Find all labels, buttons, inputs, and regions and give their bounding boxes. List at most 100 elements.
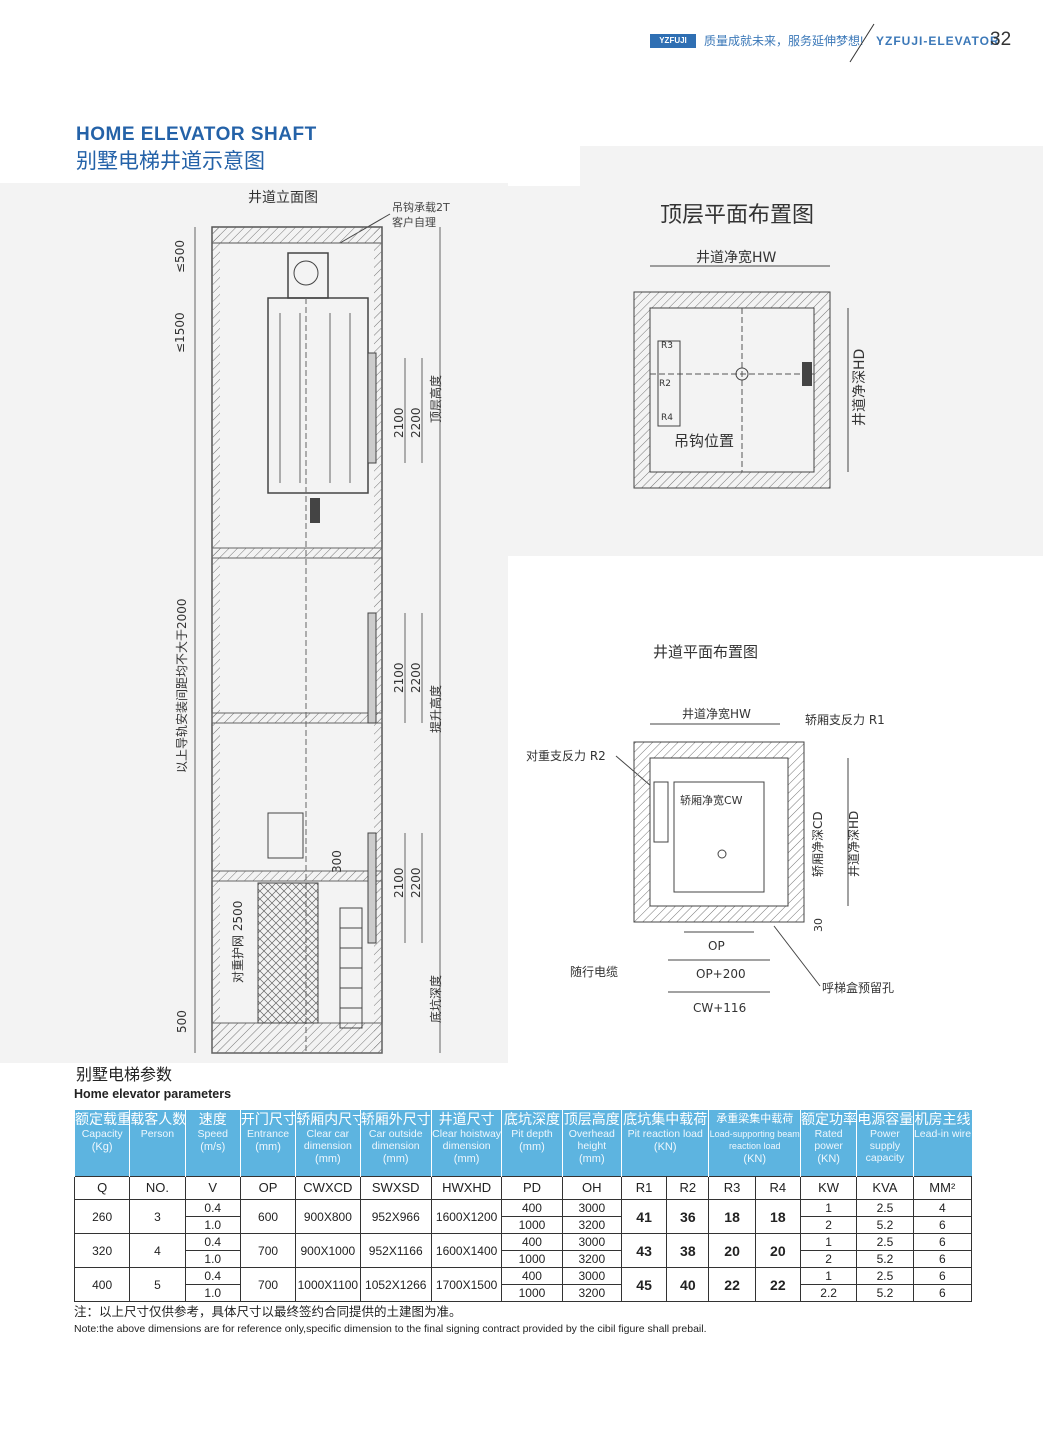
shaft-plan-hd-label: 井道净深HD	[847, 811, 861, 877]
wire-cell: 6	[912, 1284, 973, 1302]
hoistway-cell: 1600X1400	[430, 1233, 503, 1268]
kw-cell: 2	[799, 1216, 858, 1234]
kva-cell: 5.2	[856, 1216, 914, 1234]
logo-text: YZFUJI	[659, 36, 687, 45]
entrance-cell: 600	[239, 1199, 297, 1234]
table-row: 1.0 1000 3200 2 5.2 6	[75, 1250, 973, 1268]
r2-cell: 36	[666, 1199, 710, 1234]
code-cell: V	[184, 1176, 241, 1200]
overhead-cell: 3200	[561, 1250, 622, 1268]
code-cell: R2	[666, 1176, 710, 1200]
kva-cell: 2.5	[856, 1199, 914, 1217]
code-cell: KVA	[856, 1176, 914, 1200]
code-cell: R1	[620, 1176, 668, 1200]
overhead-cell: 3000	[561, 1233, 622, 1251]
wire-cell: 4	[912, 1199, 973, 1217]
table-row: 1.0 1000 3200 2 5.2 6	[75, 1216, 973, 1234]
table-row: 320 4 0.4 700 900X1000 952X1166 1600X140…	[73, 1233, 973, 1268]
pit-depth-label: 底坑深度	[428, 975, 443, 1023]
op-label: OP	[708, 939, 725, 953]
top-plan-r2: R2	[659, 379, 671, 389]
code-cell: Q	[73, 1176, 131, 1200]
overhead-height-label: 顶层高度	[428, 375, 443, 423]
table-row: 1.0 1000 3200 2.2 5.2 6	[75, 1284, 973, 1302]
r2-cell: 38	[666, 1233, 710, 1268]
speed-cell: 0.4	[184, 1199, 241, 1217]
r1-cell: 45	[620, 1267, 668, 1302]
travel-height-label: 提升高度	[428, 685, 443, 733]
kw-cell: 1	[799, 1233, 858, 1251]
r2-cell: 40	[666, 1267, 710, 1302]
top-plan-hw-label: 井道净宽HW	[696, 249, 777, 266]
dim-30: 30	[812, 918, 825, 932]
note-en: Note:the above dimensions are for refere…	[74, 1323, 707, 1335]
pit-depth-cell: 1000	[501, 1284, 563, 1302]
kw-cell: 2.2	[799, 1284, 858, 1302]
kva-cell: 2.5	[856, 1233, 914, 1251]
code-cell: HWXHD	[430, 1176, 503, 1200]
code-cell: OP	[239, 1176, 297, 1200]
r1-cell: 43	[620, 1233, 668, 1268]
note-cn: 注：以上尺寸仅供参考，具体尺寸以最终签约合同提供的土建图为准。	[74, 1305, 462, 1319]
clear-car-cell: 900X800	[295, 1199, 361, 1234]
wire-cell: 6	[912, 1216, 973, 1234]
top-plan-r4: R4	[661, 413, 673, 423]
speed-cell: 1.0	[184, 1216, 241, 1234]
header-divider	[849, 23, 875, 63]
overhead-cell: 3200	[561, 1216, 622, 1234]
cw116-label: CW+116	[693, 1001, 746, 1015]
pit-depth-cell: 1000	[501, 1250, 563, 1268]
r3-cell: 20	[708, 1233, 756, 1268]
dim-2200-a: 2200	[409, 407, 423, 438]
dim-2100-b: 2100	[392, 662, 406, 693]
overhead-cell: 3000	[561, 1199, 622, 1217]
hoistway-cell: 1700X1500	[430, 1267, 503, 1302]
op200-label: OP+200	[696, 967, 746, 981]
pit-depth-cell: 400	[501, 1199, 563, 1217]
capacity-cell: 320	[73, 1233, 131, 1268]
shaft-plan-title: 井道平面布置图	[653, 643, 758, 661]
entrance-cell: 700	[239, 1267, 297, 1302]
r3-cell: 18	[708, 1199, 756, 1234]
rail-spacing-note: 以上导轨安装间距均不大于2000	[174, 598, 189, 773]
top-plan-hd-label: 井道净深HD	[852, 349, 868, 426]
wire-cell: 6	[912, 1267, 973, 1285]
dim-2200-c: 2200	[409, 867, 423, 898]
person-cell: 4	[129, 1233, 186, 1268]
hook-note-1: 吊钩承载2T	[392, 200, 450, 214]
hoistway-cell: 1600X1200	[430, 1199, 503, 1234]
r1-cell: 41	[620, 1199, 668, 1234]
person-cell: 5	[129, 1267, 186, 1302]
top-plan-r3: R3	[661, 341, 673, 351]
pit-depth-cell: 400	[501, 1233, 563, 1251]
code-cell: R3	[708, 1176, 756, 1200]
code-cell: CWXCD	[295, 1176, 361, 1200]
shaft-elevation-drawing: 井道立面图 吊钩承载2T 客户自理 ≤500 ≤1500 以上导轨安装间距均不大…	[0, 183, 508, 1063]
speed-cell: 0.4	[184, 1267, 241, 1285]
speed-cell: 1.0	[184, 1250, 241, 1268]
code-cell: OH	[561, 1176, 622, 1200]
speed-cell: 1.0	[184, 1284, 241, 1302]
pit-depth-cell: 400	[501, 1267, 563, 1285]
table-row: 260 3 0.4 600 900X800 952X966 1600X1200 …	[73, 1199, 973, 1234]
r3-cell: 22	[708, 1267, 756, 1302]
person-cell: 3	[129, 1199, 186, 1234]
company-logo	[650, 34, 696, 48]
code-row: Q NO. V OP CWXCD SWXSD HWXHD PD OH R1 R2…	[73, 1176, 973, 1200]
shaft-plan-hw-label: 井道净宽HW	[682, 706, 751, 721]
page-number: 32	[990, 29, 1012, 50]
traveling-cable-label: 随行电缆	[570, 964, 618, 979]
wire-cell: 6	[912, 1250, 973, 1268]
top-plan-title: 顶层平面布置图	[660, 203, 814, 228]
